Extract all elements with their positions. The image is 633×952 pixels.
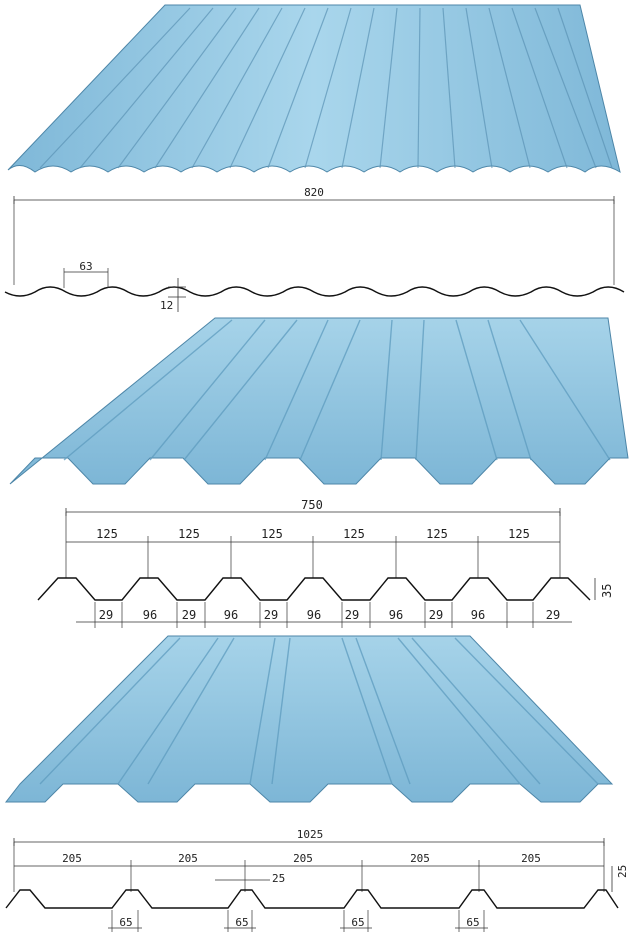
bottom-width-label: 29 — [429, 608, 443, 622]
bottom-width-label: 29 — [182, 608, 196, 622]
overall-width-label: 750 — [301, 498, 323, 512]
overall-width-label: 1025 — [297, 828, 324, 841]
bottom-width-label: 65 — [466, 916, 479, 929]
pitch-label: 205 — [62, 852, 82, 865]
pitch-label: 205 — [293, 852, 313, 865]
corrugated-profile — [4, 286, 625, 297]
bottom-width-label: 65 — [235, 916, 248, 929]
pitch-label: 205 — [410, 852, 430, 865]
depth-label: 12 — [160, 299, 173, 312]
depth-label: 35 — [600, 584, 614, 598]
bottom-width-label: 65 — [119, 916, 132, 929]
bottom-width-label: 29 — [546, 608, 560, 622]
corrugated-sheet-illustration — [7, 4, 621, 174]
crest-span-label: 96 — [143, 608, 157, 622]
trapezoid-1025-profile — [5, 889, 619, 909]
crest-span-label: 96 — [389, 608, 403, 622]
corrugation-lines — [39, 7, 613, 169]
pitch-label: 125 — [96, 527, 118, 541]
crest-span-label: 96 — [307, 608, 321, 622]
crest-span-label: 96 — [224, 608, 238, 622]
pitch-label: 125 — [343, 527, 365, 541]
overall-width-label: 820 — [304, 186, 324, 199]
depth-label: 25 — [616, 865, 629, 878]
crest-span-label: 96 — [471, 608, 485, 622]
corrugated-profile-drawing: 820 63 12 — [4, 186, 625, 312]
bottom-width-label: 29 — [264, 608, 278, 622]
pitch-label: 205 — [178, 852, 198, 865]
trapezoid-1025-profile-drawing: 1025 205 205 205 205 205 25 25 — [5, 828, 629, 932]
trapezoid-1025-illustration — [4, 635, 614, 803]
trapezoid-750-illustration — [9, 317, 629, 485]
pitch-label: 125 — [426, 527, 448, 541]
crest-width-label: 25 — [272, 872, 285, 885]
trapezoid-750-profile-drawing: 750 125 125 125 125 125 125 35 — [37, 498, 614, 628]
pitch-label: 125 — [178, 527, 200, 541]
pitch-label: 125 — [261, 527, 283, 541]
bottom-width-label: 65 — [351, 916, 364, 929]
pitch-label: 63 — [79, 260, 92, 273]
pitch-label: 205 — [521, 852, 541, 865]
pitch-label: 125 — [508, 527, 530, 541]
bottom-width-label: 29 — [345, 608, 359, 622]
bottom-width-label: 29 — [99, 608, 113, 622]
trapezoid-750-profile — [37, 577, 591, 601]
